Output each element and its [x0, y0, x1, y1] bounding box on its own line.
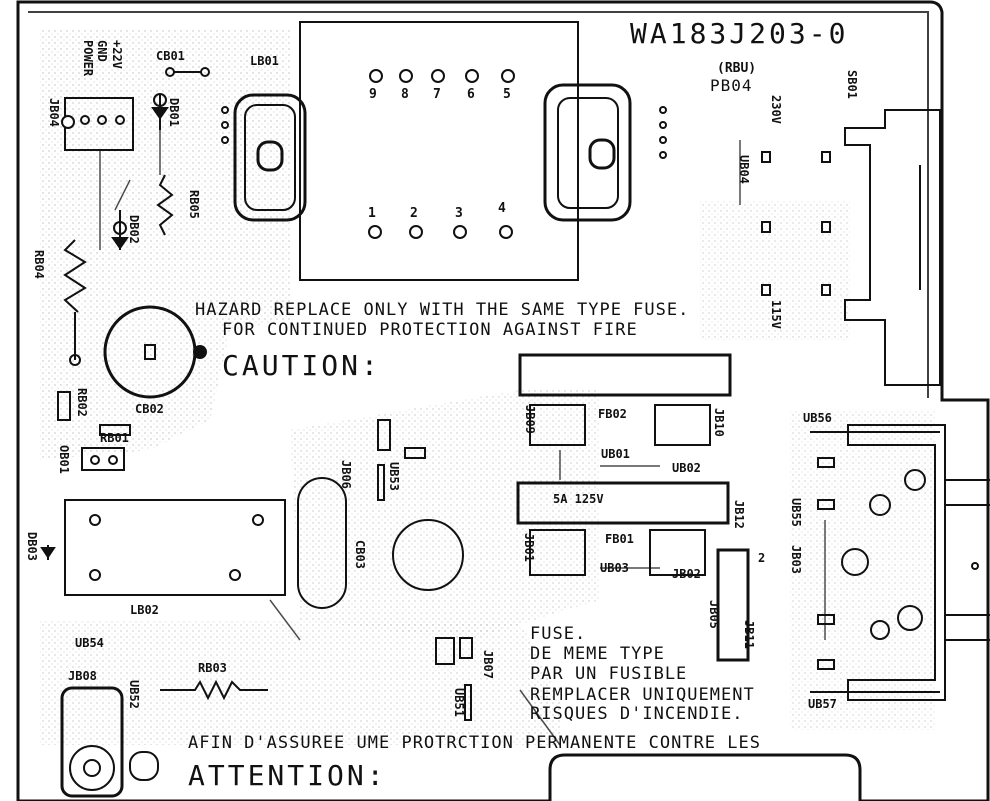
transformer-outline: [299, 21, 579, 281]
ub57-label: UB57: [808, 697, 837, 711]
warning-en-line2: FOR CONTINUED PROTECTION AGAINST FIRE: [222, 320, 638, 340]
copper-area-right-low: [790, 410, 935, 730]
copper-area-right: [700, 200, 850, 340]
jb08-label: JB08: [68, 669, 97, 683]
pin-label: 3: [455, 206, 463, 221]
ub54-label: UB54: [75, 636, 104, 650]
warning-fr-line2: DE MEME TYPE: [530, 644, 665, 664]
rb02-label: RB02: [75, 388, 89, 417]
ob01-label: OB01: [57, 445, 71, 474]
warning-en-line1: HAZARD REPLACE ONLY WITH THE SAME TYPE F…: [195, 300, 690, 320]
transformer-pins: [221, 69, 667, 239]
transformer-core-left: [233, 93, 307, 222]
jb03-label: JB03: [789, 545, 803, 574]
board-id: WA183J203-0: [630, 17, 849, 50]
ub56-label: UB56: [803, 411, 832, 425]
jb04-label: JB04: [47, 98, 61, 127]
rb01-label: RB01: [100, 431, 129, 445]
jb10-label: JB10: [712, 408, 726, 437]
fuse-holder-jb02: [649, 529, 706, 576]
mounting-bracket: [847, 424, 946, 701]
ub01-label: UB01: [601, 447, 630, 461]
warning-fr-line6: AFIN D'ASSUREE UME PROTRCTION PERMANENTE…: [188, 733, 761, 753]
switch-pads: [761, 151, 831, 296]
lb01-label: LB01: [250, 54, 279, 68]
jb02-label: JB02: [672, 567, 701, 581]
inductor-lb02: [64, 499, 286, 596]
pin-label: 4: [498, 201, 506, 216]
jack-jb08: [60, 686, 124, 798]
power-label: POWER: [81, 40, 95, 77]
lb02-label: LB02: [130, 603, 159, 617]
attention-label: ATTENTION:: [188, 759, 387, 792]
ub52-label: UB52: [127, 680, 141, 709]
pin-label: 7: [433, 87, 441, 102]
db03-label: DB03: [25, 532, 39, 561]
warning-fr-line3: PAR UN FUSIBLE: [530, 664, 688, 684]
fuse-fb01: [516, 481, 730, 525]
caution-label: CAUTION:: [222, 349, 381, 382]
v230-label: 230V: [769, 95, 783, 124]
v115-label: 115V: [769, 300, 783, 329]
warning-fr-line4: REMPLACER UNIQUEMENT: [530, 685, 755, 705]
gnd-label: GND: [95, 40, 109, 62]
number-2-label: 2: [758, 551, 766, 565]
v22-label: +22V: [110, 40, 124, 69]
pin-label: 1: [368, 206, 376, 221]
cb01-label: CB01: [156, 49, 185, 63]
cb02-label: CB02: [135, 402, 164, 416]
ub55-label: UB55: [789, 498, 803, 527]
ub02-label: UB02: [672, 461, 701, 475]
jb05-component: [716, 548, 750, 662]
sb01-label: SB01: [845, 70, 859, 99]
rb03-label: RB03: [198, 661, 227, 675]
ub53-label: UB53: [387, 462, 401, 491]
fuse-holder-jb10: [654, 404, 711, 446]
fb01-label: FB01: [605, 532, 634, 546]
rb05-label: RB05: [187, 190, 201, 219]
fb02-label: FB02: [598, 407, 627, 421]
variant-label: (RBU): [717, 61, 757, 76]
jb06-label: JB06: [339, 460, 353, 489]
jb01-label: JB01: [522, 533, 536, 562]
pin-label: 5: [503, 87, 511, 102]
cb03-label: CB03: [353, 540, 367, 569]
db01-label: DB01: [167, 98, 181, 127]
pin-label: 9: [369, 87, 377, 102]
disc-component: [392, 519, 464, 591]
transformer-core-right: [543, 83, 632, 222]
pin-label: 8: [401, 87, 409, 102]
ub51-label: UB51: [452, 688, 466, 717]
board-name: PB04: [710, 76, 753, 95]
warning-fr-line5: RISQUES D'INCENDIE.: [530, 704, 744, 724]
pin-label: 2: [410, 206, 418, 221]
fuse-holder-jb09: [529, 404, 586, 446]
warning-fr-line1: FUSE.: [530, 624, 587, 644]
board-outline: [16, 0, 990, 801]
jb11-label: JB11: [742, 620, 756, 649]
fuse-rating-label: 5A 125V: [553, 492, 604, 506]
left-components: [40, 67, 210, 560]
jb12-label: JB12: [732, 500, 746, 529]
capacitor-cb03: [297, 477, 347, 609]
db02-label: DB02: [127, 215, 141, 244]
jb05-label: JB05: [707, 600, 721, 629]
ub03-label: UB03: [600, 561, 629, 575]
rb04-label: RB04: [32, 250, 46, 279]
jb07-label: JB07: [481, 650, 495, 679]
jb09-label: JB09: [523, 405, 537, 434]
resistor-rb03: [160, 679, 268, 701]
switch-sb01: [844, 109, 941, 386]
copper-area-bottom: [40, 620, 560, 745]
fuse-fb02: [518, 353, 732, 397]
copper-area-center: [290, 390, 600, 640]
ub04-label: UB04: [737, 155, 751, 184]
pin-label: 6: [467, 87, 475, 102]
fuse-holder-jb01: [529, 529, 586, 576]
